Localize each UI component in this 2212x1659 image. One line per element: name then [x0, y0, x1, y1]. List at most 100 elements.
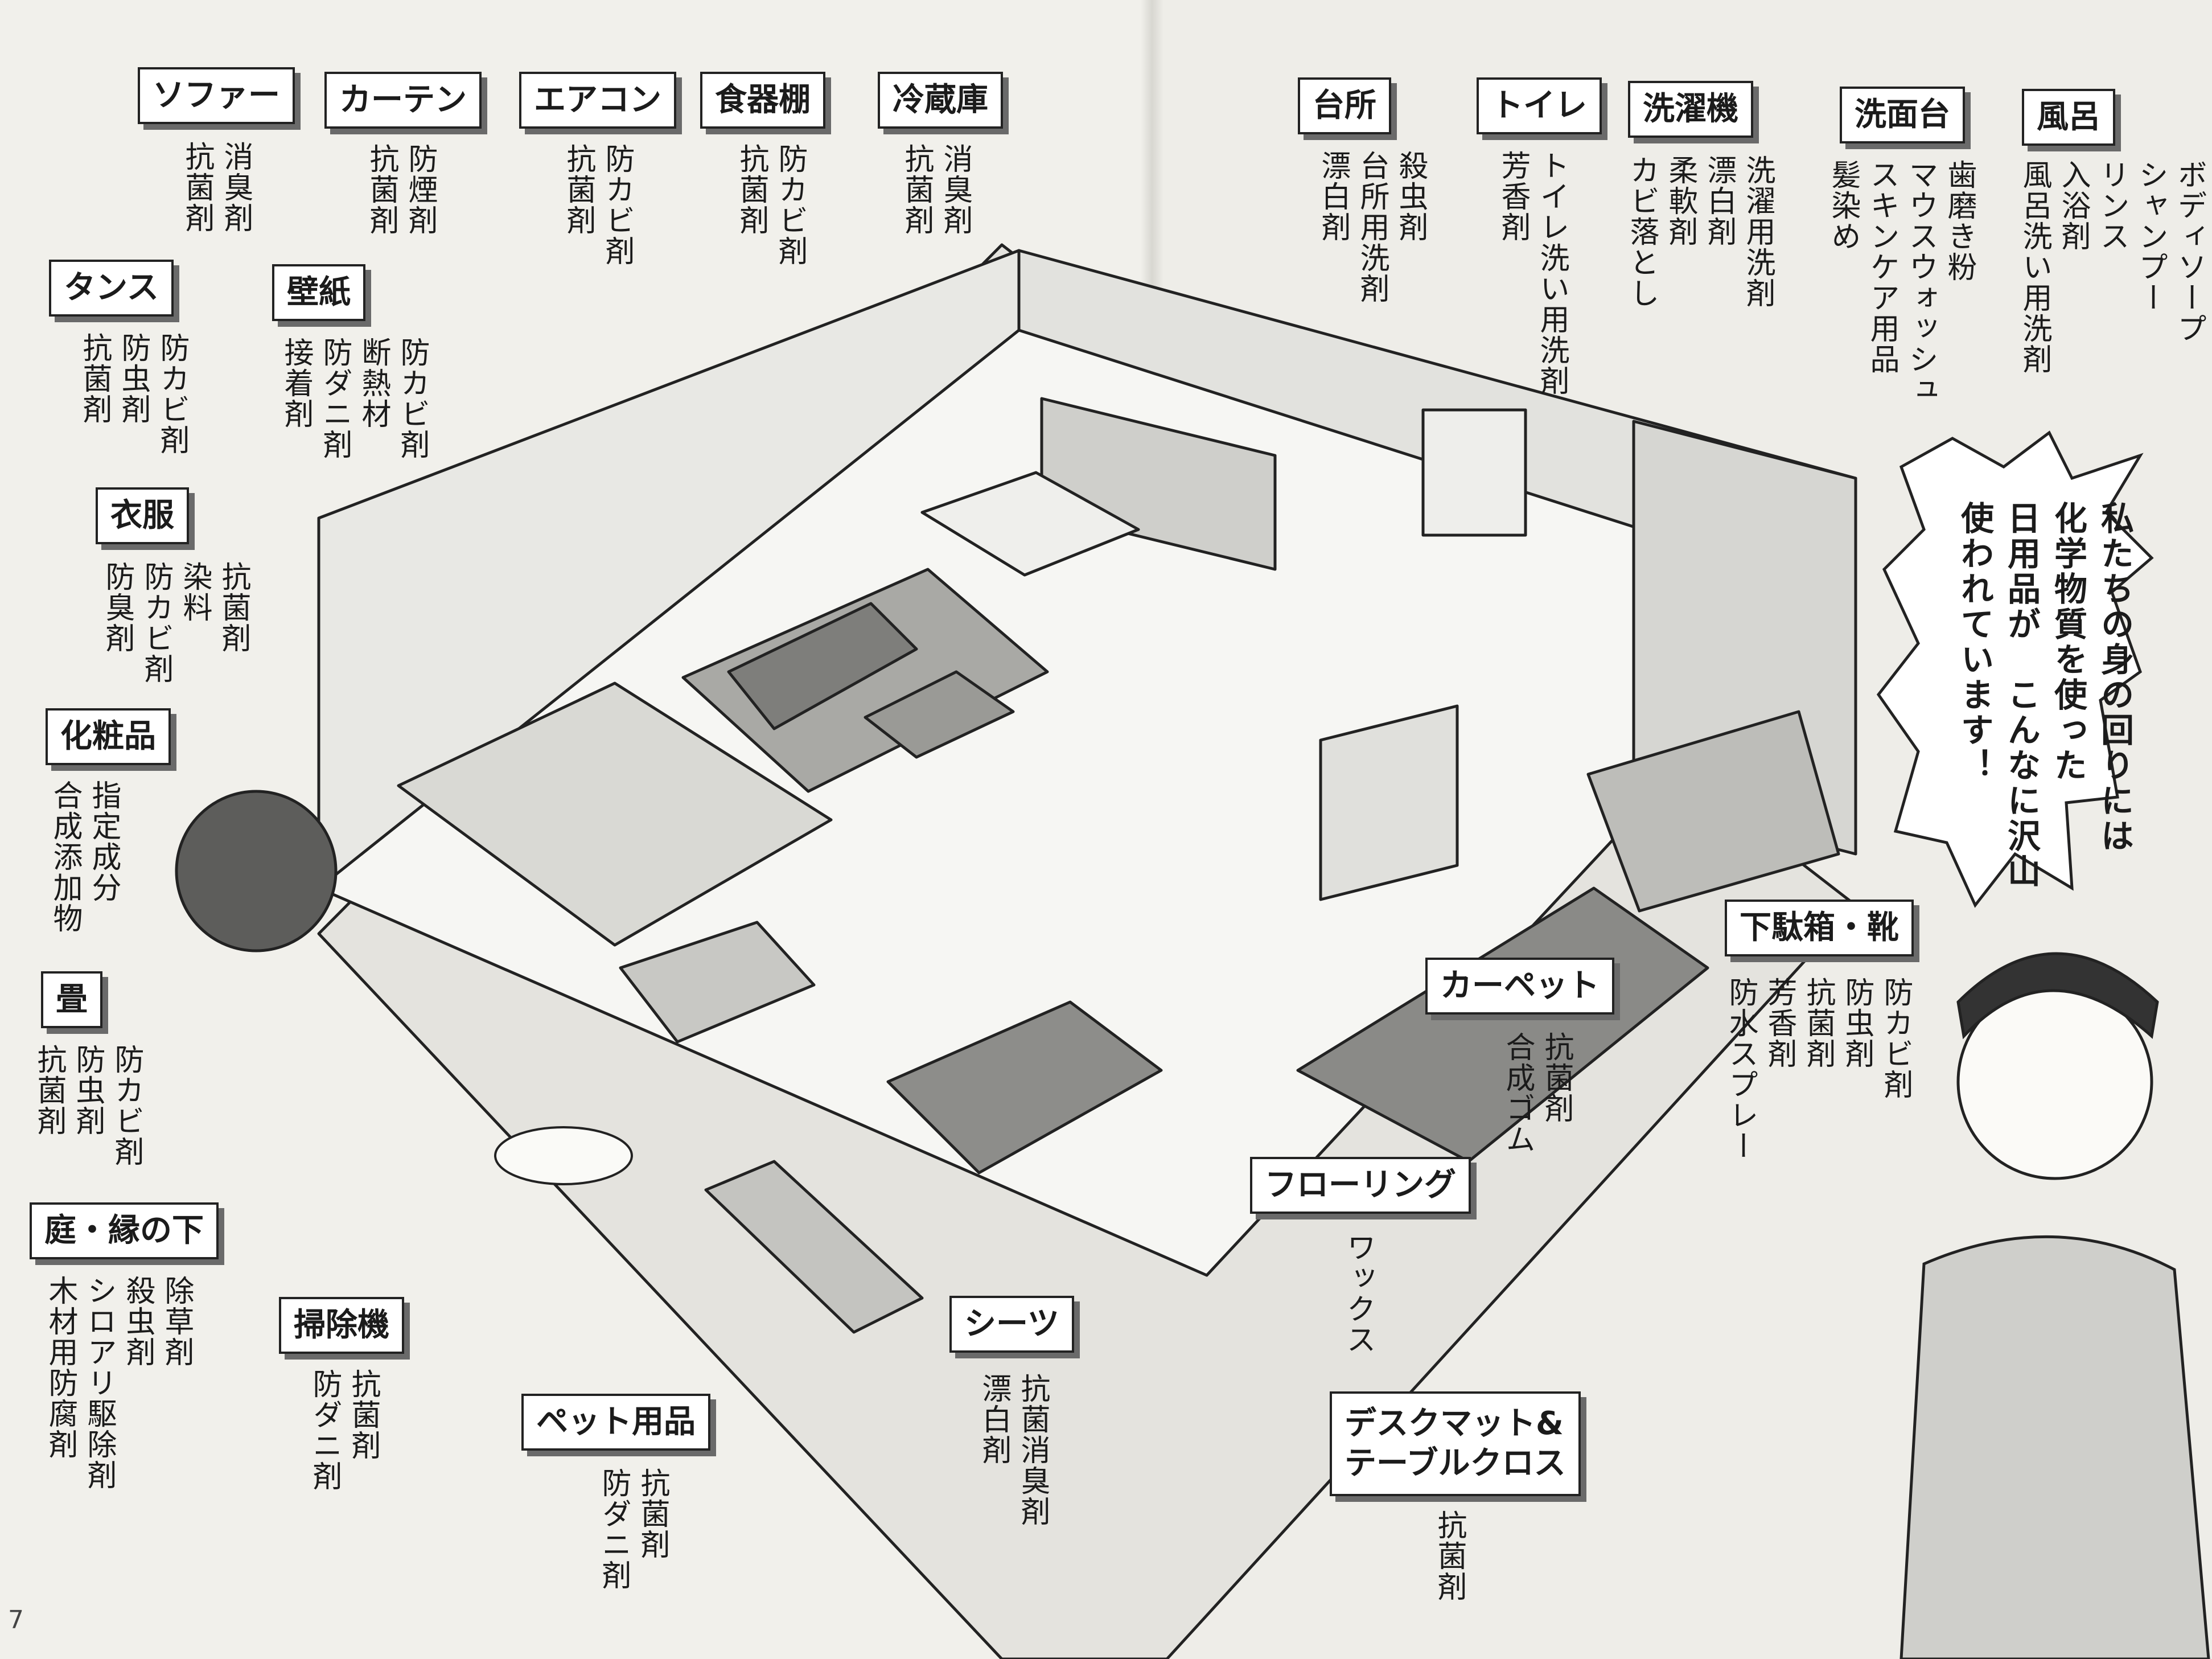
- bathtub: [1586, 710, 1840, 913]
- item-text: ワックス: [1341, 1232, 1375, 1355]
- item-text: 除草剤: [159, 1275, 194, 1368]
- label-clothes: 衣服: [96, 487, 189, 544]
- entrance-carpet: [1296, 886, 1709, 1163]
- item-text: 防カビ剤: [1878, 977, 1913, 1100]
- item-text: 合成ゴム: [1500, 1032, 1535, 1155]
- item-text: 抗菌剤: [734, 143, 768, 236]
- label-aircon: エアコン: [519, 72, 676, 129]
- label-washbasin: 洗面台: [1840, 87, 1965, 143]
- flower-bed: [704, 1160, 924, 1334]
- bed: [886, 1000, 1163, 1175]
- speech-bubble-text: 私たちの身の回りには 化学物質を使った 日用品が こんなに沢山 使われています！: [1955, 501, 2134, 889]
- items-flooring: ワックス: [1341, 1232, 1375, 1355]
- items-kitchen: 殺虫剤 台所用洗剤 漂白剤: [1316, 150, 1428, 304]
- item-text: 木材用防腐剤: [43, 1275, 77, 1460]
- item-text: 防虫剤: [71, 1044, 105, 1136]
- item-text: 防カビ剤: [139, 561, 173, 684]
- items-cosmetics: 指定成分 合成添加物: [48, 780, 121, 934]
- items-washing-machine: 洗濯用洗剤 漂白剤 柔軟剤 カビ落とし: [1625, 155, 1775, 309]
- items-clothes: 抗菌剤 染料 防カビ剤 防臭剤: [100, 561, 250, 684]
- items-aircon: 防カビ剤 抗菌剤: [561, 143, 634, 266]
- items-shoebox-shoes: 防カビ剤 防虫剤 抗菌剤 芳香剤 防水スプレー: [1724, 977, 1913, 1161]
- item-text: 風呂洗い用洗剤: [2017, 159, 2051, 375]
- label-toilet: トイレ: [1477, 77, 1602, 134]
- item-text: 漂白剤: [977, 1373, 1011, 1465]
- item-text: 指定成分: [87, 780, 121, 903]
- item-text: 芳香剤: [1496, 150, 1530, 243]
- item-text: 髪染め: [1826, 159, 1860, 252]
- items-cupboard: 防カビ剤 抗菌剤: [734, 143, 807, 266]
- item-text: 消臭剤: [219, 141, 253, 233]
- living-rug: [681, 568, 1049, 793]
- item-text: 抗菌剤: [899, 143, 934, 236]
- item-text: 染料: [178, 561, 212, 623]
- narrator-girl: [1899, 952, 2210, 1659]
- item-text: スキンケア用品: [1865, 159, 1899, 375]
- item-text: 防ダニ剤: [307, 1369, 342, 1492]
- item-text: 抗菌剤: [1539, 1032, 1573, 1124]
- item-text: 抗菌剤: [180, 141, 214, 233]
- item-text: 防水スプレー: [1724, 977, 1758, 1161]
- item-text: 歯磨き粉: [1942, 159, 1976, 282]
- item-text: 漂白剤: [1702, 155, 1736, 247]
- label-vacuum: 掃除機: [279, 1297, 404, 1354]
- item-text: マウスウォッシュ: [1903, 159, 1938, 405]
- item-text: 防カビ剤: [109, 1044, 143, 1167]
- speech-line: 日用品が こんなに沢山: [2002, 501, 2041, 889]
- items-tatami: 防カビ剤 防虫剤 抗菌剤: [32, 1044, 143, 1167]
- item-text: 防虫剤: [116, 332, 150, 425]
- label-tatami: 畳: [41, 971, 102, 1028]
- items-fridge: 消臭剤 抗菌剤: [899, 143, 972, 236]
- items-vacuum: 抗菌剤 防ダニ剤: [307, 1369, 380, 1492]
- item-text: 防臭剤: [100, 561, 134, 654]
- items-pet-supplies: 抗菌剤 防ダニ剤: [597, 1468, 669, 1591]
- dining-table: [920, 471, 1140, 577]
- item-text: 抗菌剤: [364, 143, 398, 236]
- item-text: 防カビ剤: [600, 143, 634, 266]
- label-shoebox-shoes: 下駄箱・靴: [1725, 900, 1914, 956]
- shoe-cabinet: [1319, 704, 1459, 901]
- item-text: 殺虫剤: [1393, 150, 1428, 243]
- sofa: [727, 602, 918, 730]
- items-tansu: 防カビ剤 防虫剤 抗菌剤: [77, 332, 189, 455]
- speech-line: 私たちの身の回りには: [2095, 501, 2134, 854]
- cat: [494, 1126, 633, 1185]
- study-desk: [619, 921, 816, 1044]
- label-carpet: カーペット: [1425, 958, 1614, 1015]
- item-text: シャンプー: [2133, 159, 2168, 313]
- items-bath: ボディソープ シャンプー リンス 入浴剤 風呂洗い用洗剤: [2017, 159, 2206, 375]
- item-text: 消臭剤: [938, 143, 972, 236]
- item-text: 殺虫剤: [121, 1275, 155, 1368]
- item-text: カビ落とし: [1625, 155, 1659, 309]
- items-garden: 除草剤 殺虫剤 シロアリ駆除剤 木材用防腐剤: [43, 1275, 194, 1490]
- label-cosmetics: 化粧品: [46, 708, 171, 765]
- label-tansu: タンス: [49, 260, 174, 317]
- label-curtain: カーテン: [324, 72, 482, 129]
- item-text: 台所用洗剤: [1355, 150, 1389, 304]
- item-text: トイレ洗い用洗剤: [1535, 150, 1569, 396]
- label-fridge: 冷蔵庫: [878, 72, 1003, 129]
- item-text: 洗濯用洗剤: [1741, 155, 1775, 309]
- item-text: 抗菌剤: [216, 561, 250, 654]
- item-text: 防カビ剤: [395, 337, 429, 460]
- label-sheets: シーツ: [949, 1296, 1074, 1353]
- item-text: 防ダニ剤: [597, 1468, 631, 1591]
- item-text: 抗菌消臭剤: [1015, 1373, 1050, 1527]
- item-text: 断熱材: [356, 337, 390, 429]
- garden-bush: [175, 790, 338, 952]
- item-text: 防ダニ剤: [318, 337, 352, 460]
- item-text: 接着剤: [279, 337, 313, 429]
- label-pet-supplies: ペット用品: [521, 1394, 710, 1451]
- item-text: 抗菌剤: [635, 1468, 669, 1560]
- item-text: 抗菌剤: [1801, 977, 1835, 1069]
- item-text: 抗菌剤: [77, 332, 112, 425]
- label-sofa: ソファー: [138, 67, 295, 124]
- item-text: 芳香剤: [1762, 977, 1796, 1069]
- label-kitchen: 台所: [1298, 77, 1391, 134]
- item-text: 抗菌剤: [1432, 1510, 1466, 1602]
- items-deskmat-tablecloth: 抗菌剤: [1432, 1510, 1466, 1602]
- coffee-table: [864, 670, 1015, 759]
- item-text: シロアリ駆除剤: [82, 1275, 116, 1490]
- item-text: 柔軟剤: [1663, 155, 1697, 247]
